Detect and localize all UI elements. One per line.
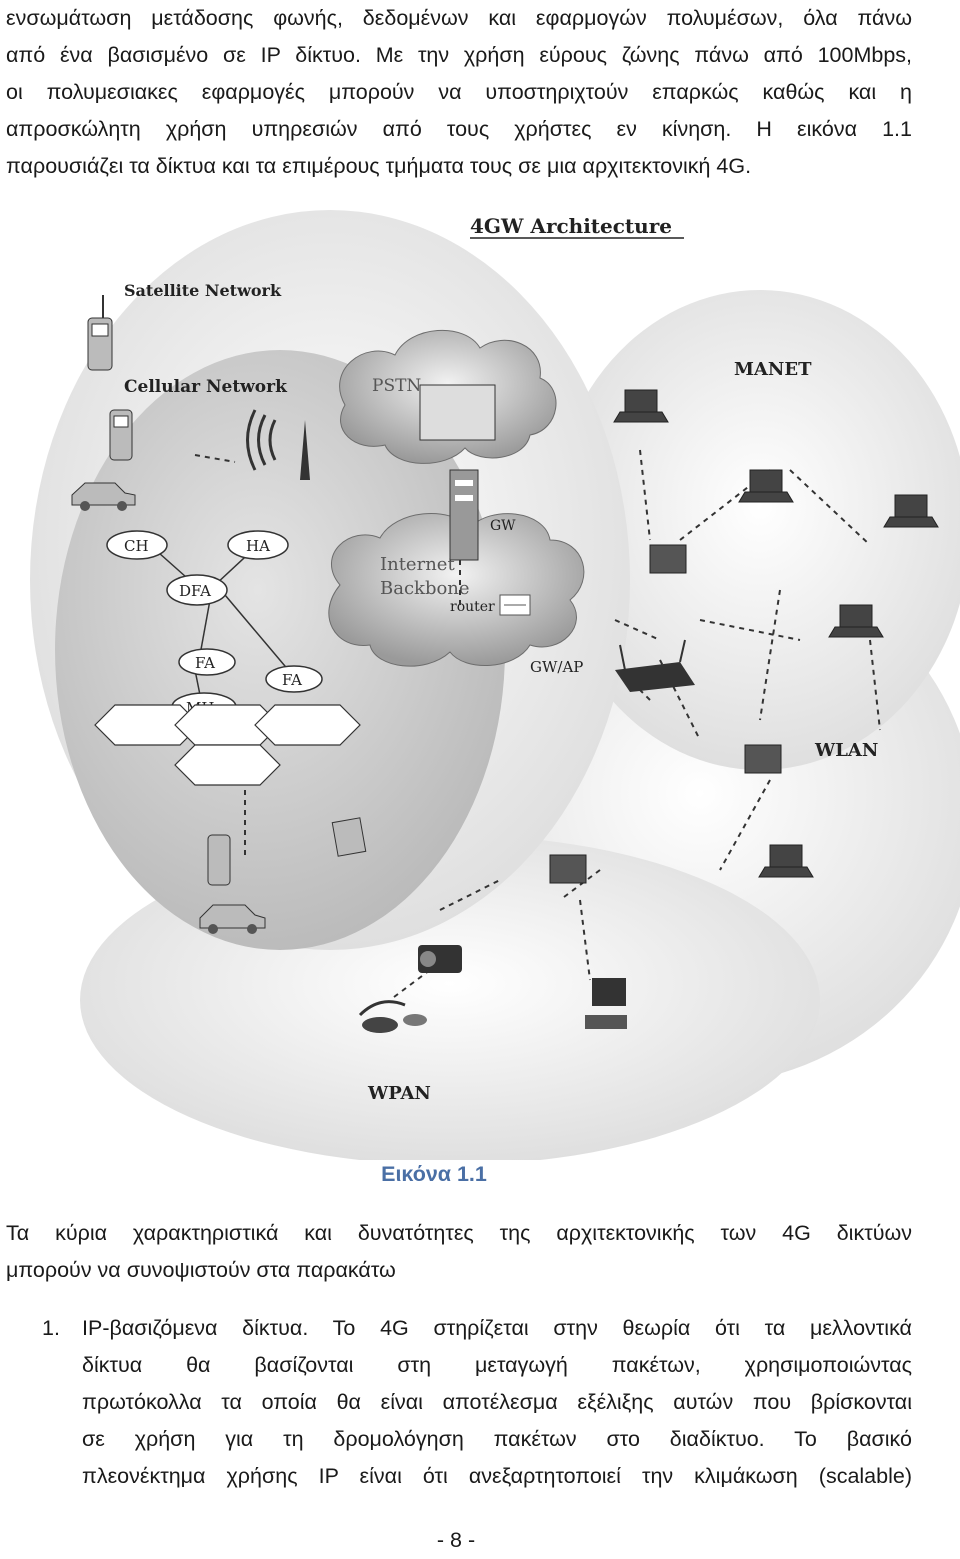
backbone-label: Backbone xyxy=(380,578,470,599)
gw-label: GW xyxy=(490,518,516,534)
wireless-station-icon xyxy=(549,544,782,884)
wlan-label: WLAN xyxy=(814,740,878,761)
features-paragraph: Τα κύρια χαρακτηριστικά και δυνατότητες … xyxy=(6,1215,912,1289)
list-item-line: πλεονέκτημα χρήσης IP είναι ότι ανεξαρτη… xyxy=(82,1464,912,1488)
intro-line: οι πολυμεσιακες εφαρμογές μπορούν να υπο… xyxy=(6,80,912,104)
access-point-icon xyxy=(615,639,695,692)
wpan-label: WPAN xyxy=(367,1083,431,1104)
desktop-computer-icon xyxy=(585,978,627,1029)
car-icon xyxy=(199,904,266,934)
ha-label: HA xyxy=(246,537,270,555)
list-item-line: δίκτυα θα βασίζονται στη μεταγωγή πακέτω… xyxy=(82,1353,912,1377)
gwap-label: GW/AP xyxy=(530,658,583,676)
pda-icon xyxy=(331,817,367,857)
architecture-diagram: 4GW Architecture Satellite Network Cellu… xyxy=(30,210,960,1160)
satellite-phone-icon xyxy=(87,295,113,371)
diagram-title: 4GW Architecture xyxy=(470,214,672,238)
intro-line: ενσωμάτωση μετάδοσης φωνής, δεδομένων κα… xyxy=(6,6,912,30)
intro-line: παρουσιάζει τα δίκτυα και τα επιμέρους τ… xyxy=(6,154,752,178)
cell-phone-icon xyxy=(207,834,231,886)
internet-backbone-cloud xyxy=(328,513,585,667)
antenna-tower-icon xyxy=(246,409,310,480)
list-item-line: πρωτόκολλα τα οποία θα είναι αποτέλεσμα … xyxy=(82,1390,912,1414)
intro-paragraph: ενσωμάτωση μετάδοσης φωνής, δεδομένων κα… xyxy=(6,0,912,185)
list-item-number: 1. xyxy=(42,1316,60,1340)
internet-label: Internet xyxy=(380,554,455,575)
router-label: router xyxy=(450,599,495,615)
cellular-network-label: Cellular Network xyxy=(124,377,288,397)
cell-hexagons xyxy=(94,704,361,786)
fa-label: FA xyxy=(195,654,215,672)
features-line: Τα κύρια χαρακτηριστικά και δυνατότητες … xyxy=(6,1221,912,1245)
car-icon xyxy=(71,482,136,511)
intro-line: απροσκώλητη χρήση υπηρεσιών από τους χρή… xyxy=(6,117,912,141)
mobility-nodes xyxy=(106,530,323,722)
pstn-label: PSTN xyxy=(372,376,421,396)
list-item-line: IP-βασιζόμενα δίκτυα. Το 4G στηρίζεται σ… xyxy=(82,1316,912,1340)
intro-line: από ένα βασισμένο σε IP δίκτυο. Με την χ… xyxy=(6,43,912,67)
satellite-network-label: Satellite Network xyxy=(124,281,282,300)
cellular-network-region xyxy=(55,350,505,950)
ch-label: CH xyxy=(124,537,149,555)
features-line: μπορούν να συνοψιστούν στα παρακάτω xyxy=(6,1258,396,1282)
camcorder-icon xyxy=(418,945,462,973)
dfa-label: DFA xyxy=(179,582,211,600)
list-item: IP-βασιζόμενα δίκτυα. Το 4G στηρίζεται σ… xyxy=(82,1310,912,1495)
router-icon xyxy=(499,594,531,616)
fa-label: FA xyxy=(282,671,302,689)
page-number: - 8 - xyxy=(436,1528,476,1552)
figure-caption: Εικόνα 1.1 xyxy=(381,1162,487,1186)
server-rack-icon xyxy=(419,384,496,561)
cell-phone-icon xyxy=(109,409,133,461)
headset-icon xyxy=(358,1000,427,1033)
manet-label: MANET xyxy=(734,359,812,380)
laptop-icon xyxy=(613,389,939,878)
list-item-line: σε χρήση για τη δρομολόγηση πακέτων στο … xyxy=(82,1427,912,1451)
